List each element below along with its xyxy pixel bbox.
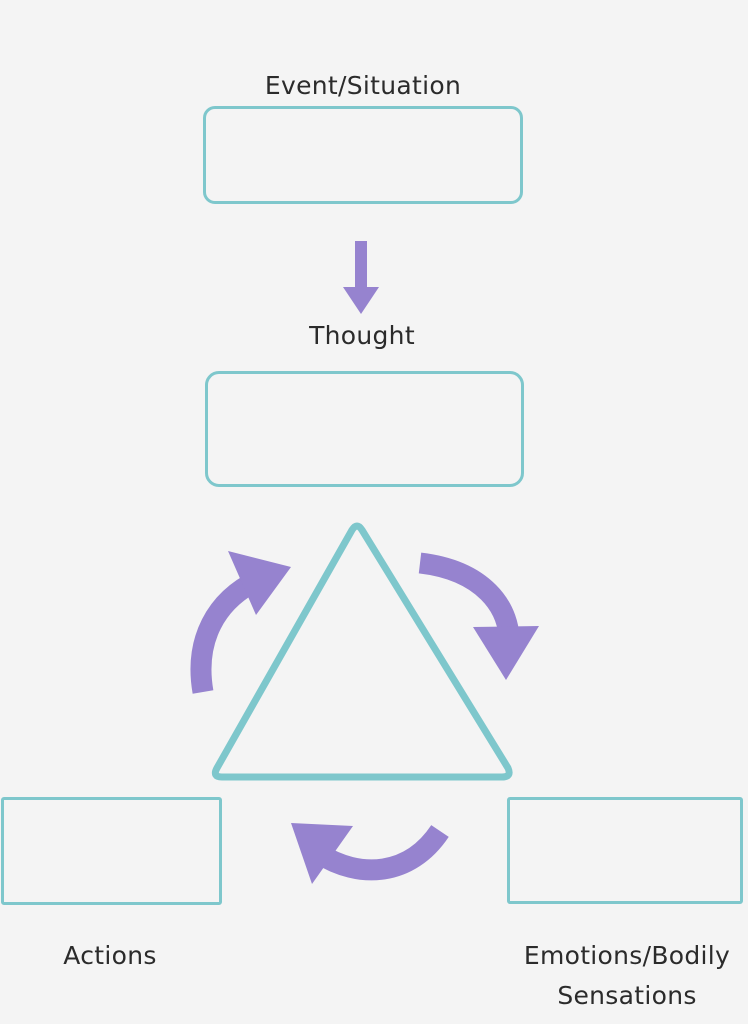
- curved-arrow-right-icon: [418, 552, 539, 680]
- emotions-label-line2: Sensations: [557, 981, 697, 1010]
- curved-arrow-left-icon: [190, 551, 291, 694]
- actions-label: Actions: [63, 941, 157, 970]
- thought-box[interactable]: [205, 371, 524, 487]
- emotions-box[interactable]: [507, 797, 743, 904]
- actions-box[interactable]: [1, 797, 222, 905]
- curved-arrow-bottom-icon: [291, 823, 449, 884]
- event-situation-label: Event/Situation: [264, 71, 462, 100]
- triangle-shape: [211, 522, 513, 781]
- emotions-label-line1: Emotions/Bodily: [523, 941, 731, 970]
- thought-label: Thought: [309, 321, 415, 350]
- event-situation-box[interactable]: [203, 106, 523, 204]
- down-arrow-icon: [343, 241, 379, 314]
